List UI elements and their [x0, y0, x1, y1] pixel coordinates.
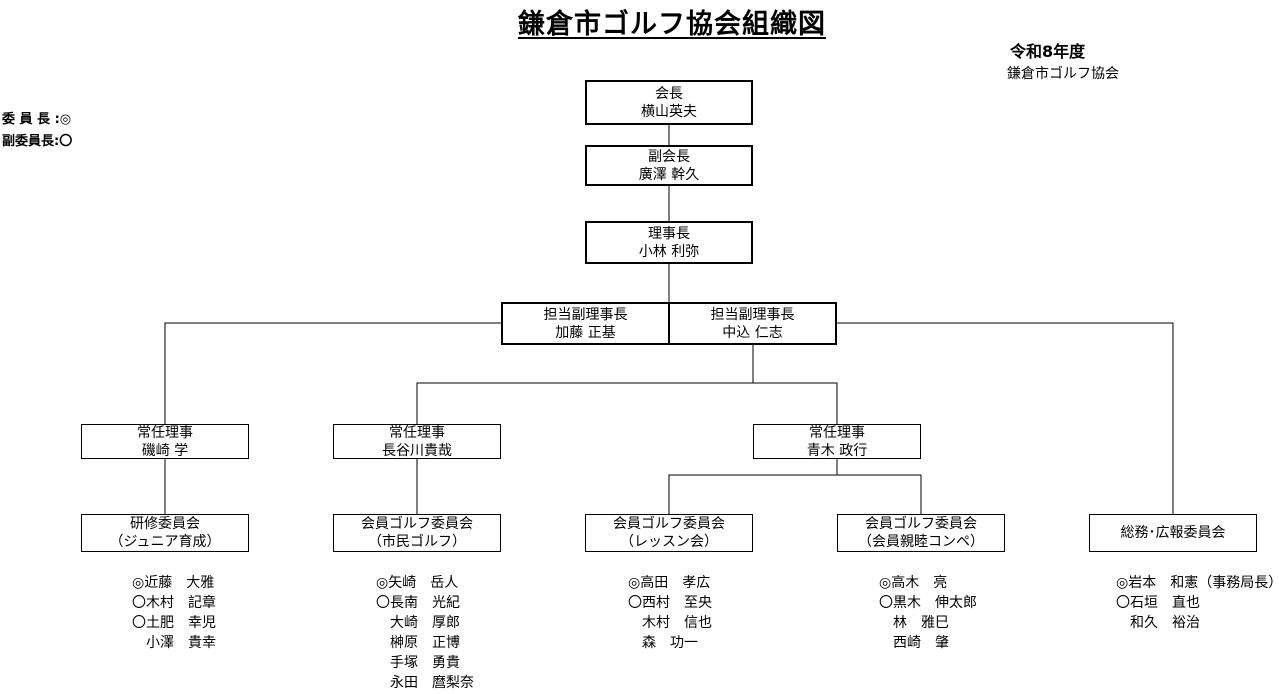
- deputy-chairman-right-box: 担当副理事長 中込 仁志: [668, 302, 837, 345]
- person-name: 長谷川貴哉: [382, 442, 452, 459]
- chairman-box: 理事長 小林 利弥: [585, 221, 753, 264]
- role-label: 担当副理事長: [710, 306, 795, 323]
- member-list: ◎高木 亮 〇黒木 伸太郎 林 雅巳 西崎 肇: [879, 573, 977, 653]
- role-label: 常任理事: [809, 424, 865, 441]
- member-name: 〇長南 光紀: [376, 595, 460, 611]
- legend-vice-chair: 副委員長:〇: [2, 134, 73, 149]
- member-name: 榊原 正博: [376, 635, 460, 651]
- vice-president-box: 副会長 廣澤 幹久: [585, 145, 753, 186]
- committee-box: 研修委員会 （ジュニア育成）: [81, 514, 249, 552]
- member-list: ◎近藤 大雅 〇木村 記章 〇土肥 幸児 小澤 貴幸: [132, 573, 216, 653]
- person-name: 横山英夫: [641, 103, 697, 120]
- member-name: 小澤 貴幸: [132, 635, 216, 651]
- person-name: 加藤 正基: [555, 324, 616, 341]
- committee-subtitle: （ジュニア育成）: [109, 534, 221, 550]
- role-label: 副会長: [648, 148, 690, 165]
- person-name: 中込 仁志: [722, 324, 783, 341]
- connector-line: [164, 322, 502, 425]
- person-name: 磯崎 学: [141, 442, 189, 459]
- committee-subtitle: （レッスン会）: [620, 534, 718, 550]
- director-box: 常任理事 長谷川貴哉: [333, 424, 501, 459]
- deputy-chairman-left-box: 担当副理事長 加藤 正基: [501, 302, 670, 345]
- director-box: 常任理事 磯崎 学: [81, 424, 249, 459]
- committee-box: 会員ゴルフ委員会 （会員親睦コンペ）: [837, 514, 1005, 552]
- member-name: 大崎 厚郎: [376, 615, 460, 631]
- member-name: ◎高木 亮: [879, 575, 948, 591]
- connector-line: [668, 474, 922, 515]
- committee-name: 会員ゴルフ委員会: [361, 516, 473, 532]
- member-name: 手塚 勇貴: [376, 655, 460, 671]
- person-name: 青木 政行: [806, 442, 868, 459]
- committee-box: 会員ゴルフ委員会 （市民ゴルフ）: [333, 514, 501, 552]
- committee-subtitle: （会員親睦コンペ）: [858, 534, 984, 550]
- member-name: ◎高田 孝広: [628, 575, 711, 591]
- director-box: 常任理事 青木 政行: [753, 424, 921, 459]
- role-label: 常任理事: [137, 424, 193, 441]
- page-title: 鎌倉市ゴルフ協会組織図: [518, 9, 826, 40]
- committee-name: 会員ゴルフ委員会: [613, 516, 725, 532]
- committee-box: 総務･広報委員会: [1089, 514, 1257, 552]
- member-name: 〇木村 記章: [132, 595, 216, 611]
- member-list: ◎高田 孝広 〇西村 至央 木村 信也 森 功一: [628, 573, 712, 653]
- role-label: 会長: [655, 85, 683, 102]
- president-box: 会長 横山英夫: [585, 80, 753, 125]
- legend-chair: 委 員 長 :◎: [2, 112, 72, 127]
- member-name: ◎岩本 和憲（事務局長）: [1116, 575, 1279, 591]
- connector-line: [416, 382, 838, 425]
- member-name: 永田 麿梨奈: [376, 675, 474, 691]
- committee-name: 総務･広報委員会: [1120, 525, 1226, 541]
- member-name: ◎矢崎 岳人: [376, 575, 459, 591]
- member-name: 〇西村 至央: [628, 595, 712, 611]
- member-name: 林 雅巳: [879, 615, 949, 631]
- role-label: 理事長: [648, 225, 690, 242]
- member-name: 和久 裕治: [1116, 615, 1200, 631]
- member-name: 〇黒木 伸太郎: [879, 595, 977, 611]
- role-label: 常任理事: [389, 424, 445, 441]
- member-list: ◎岩本 和憲（事務局長） 〇石垣 直也 和久 裕治: [1116, 573, 1279, 633]
- role-label: 担当副理事長: [543, 306, 628, 323]
- member-name: 〇土肥 幸児: [132, 615, 216, 631]
- committee-box: 会員ゴルフ委員会 （レッスン会）: [585, 514, 753, 552]
- person-name: 廣澤 幹久: [638, 166, 700, 183]
- member-list: ◎矢崎 岳人 〇長南 光紀 大崎 厚郎 榊原 正博 手塚 勇貴 永田 麿梨奈: [376, 573, 474, 693]
- member-name: 西崎 肇: [879, 635, 949, 651]
- committee-name: 会員ゴルフ委員会: [865, 516, 977, 532]
- person-name: 小林 利弥: [638, 243, 700, 260]
- committee-name: 研修委員会: [130, 516, 200, 532]
- fiscal-year: 令和8年度: [1010, 42, 1086, 61]
- committee-subtitle: （市民ゴルフ）: [368, 534, 466, 550]
- organization-name: 鎌倉市ゴルフ協会: [1007, 66, 1119, 82]
- member-name: 木村 信也: [628, 615, 712, 631]
- connector-line: [836, 322, 1174, 515]
- member-name: 〇石垣 直也: [1116, 595, 1200, 611]
- member-name: ◎近藤 大雅: [132, 575, 215, 591]
- member-name: 森 功一: [628, 635, 698, 651]
